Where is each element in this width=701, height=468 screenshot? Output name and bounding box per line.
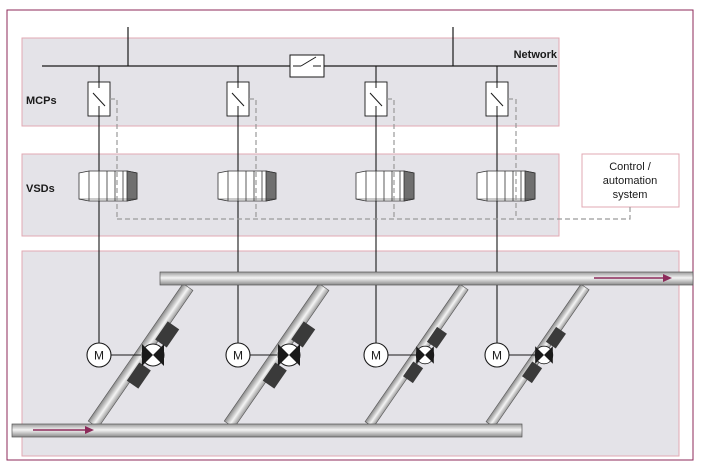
mcp-switch-icon [87,81,111,117]
upper-header-pipe [159,271,694,286]
mcps-label: MCPs [26,95,57,107]
mcp-switch-icon [485,81,509,117]
drive-train-3: M [363,342,435,368]
mcp-switch-icon [364,81,388,117]
flow-arrow-icon [594,274,672,282]
motor-icon [363,342,389,368]
control-label-line2: automation [603,175,657,187]
motor-label: M [233,349,243,363]
control-signal-lines [110,98,631,220]
vsd-cabinet-icon [355,170,415,202]
drive-train-4: M [484,342,554,368]
drive-train-1: M [86,342,165,368]
vsd-cabinet-icon [476,170,536,202]
valve-icon [534,345,554,365]
motor-icon [86,342,112,368]
vsds-label: VSDs [26,183,55,195]
bus-tie-switch-icon [289,54,325,78]
vsd-cabinet-icon [78,170,138,202]
network-mcp-panel [21,37,560,127]
motor-label: M [94,349,104,363]
valve-icon [141,343,165,367]
mcp-switch-icon [226,81,250,117]
motor-icon [484,342,510,368]
control-label-line3: system [613,189,648,201]
drive-train-2: M [225,342,301,368]
vsd-cabinet-icon [217,170,277,202]
control-label-line1: Control / [609,161,652,173]
valve-icon [277,343,301,367]
motor-label: M [492,349,502,363]
feeder-1 [78,66,138,343]
flow-arrow-icon [33,426,94,434]
lower-header-pipe [11,423,523,438]
motor-label: M [371,349,381,363]
valve-icon [415,345,435,365]
network-label: Network [514,49,558,61]
motor-icon [225,342,251,368]
